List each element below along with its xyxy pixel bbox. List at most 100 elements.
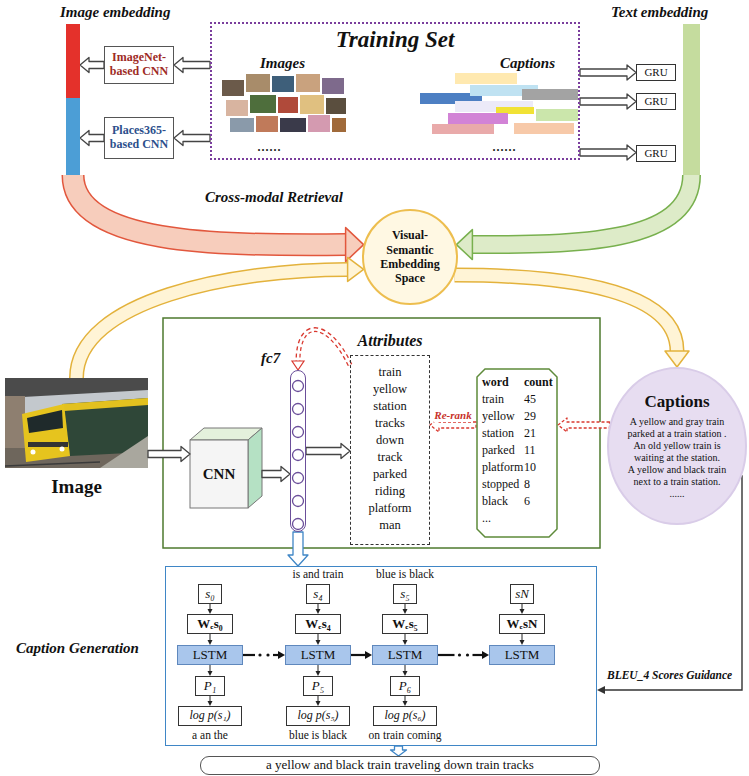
connector — [580, 145, 636, 160]
block-arrow — [174, 131, 210, 146]
generated-caption-box: a yellow and black train traveling down … — [200, 756, 600, 775]
connector — [403, 665, 408, 676]
lstm-cell: LSTM — [285, 645, 351, 665]
table-cell: 6 — [524, 493, 554, 510]
thumbnail — [256, 116, 278, 132]
box-label: log p(s₆) — [384, 709, 425, 723]
box-label: P₅ — [312, 679, 324, 694]
photo-rail — [5, 462, 100, 466]
box-label: GRU — [644, 147, 667, 160]
embedding-bar: Image embedding — [66, 24, 80, 175]
thumbnail — [230, 118, 254, 132]
box-label: Wₑs₄ — [305, 617, 330, 632]
recurrent-line — [351, 654, 365, 656]
attribute-word: platform — [351, 500, 429, 517]
circle-text: ...... — [670, 488, 685, 500]
caption-bars — [420, 73, 578, 134]
connector — [316, 665, 321, 676]
caption-bar — [432, 124, 494, 134]
connector-label: BLEU_4 Scores Guidance — [606, 669, 733, 682]
cnn-cube — [190, 428, 262, 508]
neuron — [293, 519, 304, 530]
block-arrow — [580, 94, 636, 109]
annotation: on train coming — [369, 729, 442, 742]
arrow-head — [365, 651, 372, 659]
probability-box: P₆ — [390, 676, 420, 696]
table-cell: 29 — [524, 408, 554, 425]
thumbnail — [296, 74, 320, 92]
box-label: P₆ — [399, 679, 411, 694]
box-label: s₀ — [205, 587, 215, 602]
gru-box: GRU — [636, 93, 676, 110]
set-part-label: Captions — [500, 54, 555, 72]
caption-bar — [522, 89, 578, 100]
table-header: count — [524, 374, 554, 391]
box-label: LSTM — [505, 648, 540, 663]
circle-text: An old yellow train is waiting at the st… — [621, 440, 733, 464]
circle-outline — [608, 368, 746, 524]
annotation: is and train — [292, 568, 343, 581]
thumbnail — [326, 98, 346, 114]
connector — [438, 651, 489, 659]
connector — [208, 696, 213, 706]
box-label: Wₑs₀ — [197, 617, 222, 632]
connector — [520, 634, 525, 645]
fc7-neurons — [293, 381, 304, 530]
connector — [73, 175, 364, 262]
connector — [391, 746, 407, 756]
connector — [520, 604, 525, 614]
attribute-list: Attributestrainyellowstationtracksdowntr… — [350, 355, 430, 545]
neuron — [293, 450, 304, 461]
connector — [306, 444, 350, 459]
box-label: log p(s₅) — [297, 709, 338, 723]
table-cell: train — [482, 391, 524, 408]
fc7-layer: fc7 — [290, 370, 306, 532]
table-cell: ... — [482, 510, 554, 527]
thumbnail — [222, 80, 244, 96]
box-label: Wₑs₅ — [392, 617, 417, 632]
arrow-head — [597, 686, 605, 694]
attribute-word: station — [351, 398, 429, 415]
connector — [351, 651, 372, 659]
box-label: Places365-based CNN — [107, 124, 171, 152]
box-label: s₄ — [313, 587, 323, 602]
photo-sky — [5, 378, 148, 468]
table-cell: 45 — [524, 391, 554, 408]
block-arrow — [558, 418, 610, 432]
flow-line — [522, 634, 523, 640]
flow-line — [318, 604, 319, 609]
block-arrow — [306, 444, 350, 459]
flow-line — [318, 665, 319, 671]
arrow-head — [456, 230, 472, 260]
attribute-panel-frame — [163, 318, 600, 548]
connector — [455, 275, 690, 367]
block-arrow — [262, 467, 290, 482]
continuation-dot — [466, 653, 469, 656]
neuron — [293, 427, 304, 438]
block-arrow — [148, 447, 190, 462]
arrow-head — [348, 257, 364, 281]
thumbnail — [308, 115, 330, 132]
thumbnail — [300, 95, 324, 114]
box-label: sN — [515, 587, 529, 602]
connector — [243, 651, 285, 659]
train-photo — [5, 378, 148, 468]
block-arrow — [80, 58, 104, 73]
table-cell: yellow — [482, 408, 524, 425]
caption-bar — [455, 73, 517, 84]
connector — [80, 131, 104, 146]
photo-train-window — [27, 410, 63, 433]
cnn-cube: CNN — [190, 440, 248, 508]
lstm-cell: LSTM — [489, 645, 555, 665]
table-header: word — [482, 374, 524, 391]
table-cell: 21 — [524, 425, 554, 442]
thumbnail — [226, 100, 248, 116]
photo-roof — [5, 378, 148, 398]
annotation: a an the — [192, 729, 228, 742]
probability-box: P₁ — [195, 676, 225, 696]
embedding-bar: Text embedding — [683, 24, 700, 175]
word-input-box: s₅ — [393, 584, 417, 604]
embedding-space-circle: Visual-Semantic Embedding Space — [362, 209, 458, 305]
probability-box: P₅ — [303, 676, 333, 696]
